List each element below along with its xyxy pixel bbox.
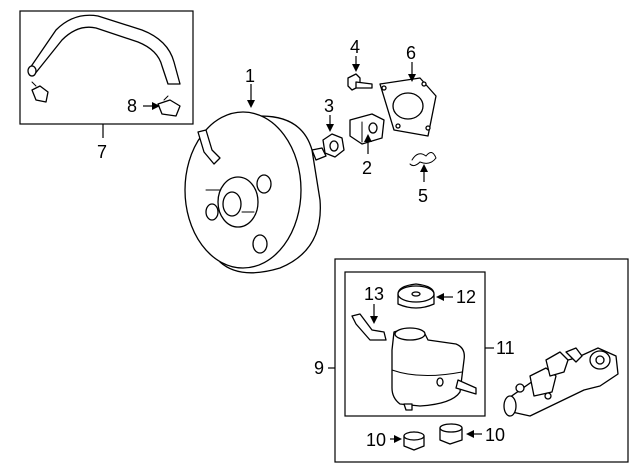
master-cylinder-box (334, 258, 629, 463)
callout-6: 6 (406, 43, 416, 63)
bracket (349, 113, 385, 145)
grommet-left (403, 431, 425, 451)
bolt (347, 73, 373, 91)
master-cylinder (503, 347, 619, 417)
vacuum-hose (27, 14, 181, 85)
hose-clip-8 (157, 95, 181, 117)
callout-9: 9 (314, 358, 324, 378)
callout-8: 8 (127, 96, 137, 116)
callout-13: 13 (364, 284, 384, 304)
callout-12: 12 (456, 287, 476, 307)
callout-10-left: 10 (366, 430, 386, 450)
nut (322, 133, 345, 158)
clip (409, 152, 437, 167)
reservoir (391, 327, 477, 411)
reservoir-cap (397, 283, 435, 309)
hose-assembly-box (19, 10, 194, 125)
reservoir-bracket (351, 313, 387, 341)
brake-booster (184, 111, 327, 274)
callout-10-right: 10 (485, 425, 505, 445)
reservoir-box (344, 271, 486, 417)
callout-2: 2 (362, 158, 372, 178)
callout-1: 1 (245, 66, 255, 86)
hose-clip-left (31, 81, 49, 103)
gasket (379, 77, 437, 137)
callout-5: 5 (418, 186, 428, 206)
grommet-right (439, 423, 463, 445)
callout-11: 11 (496, 338, 515, 358)
leader-lines (102, 56, 494, 443)
callout-7: 7 (97, 142, 107, 162)
callout-3: 3 (324, 96, 334, 116)
callout-4: 4 (350, 37, 360, 57)
